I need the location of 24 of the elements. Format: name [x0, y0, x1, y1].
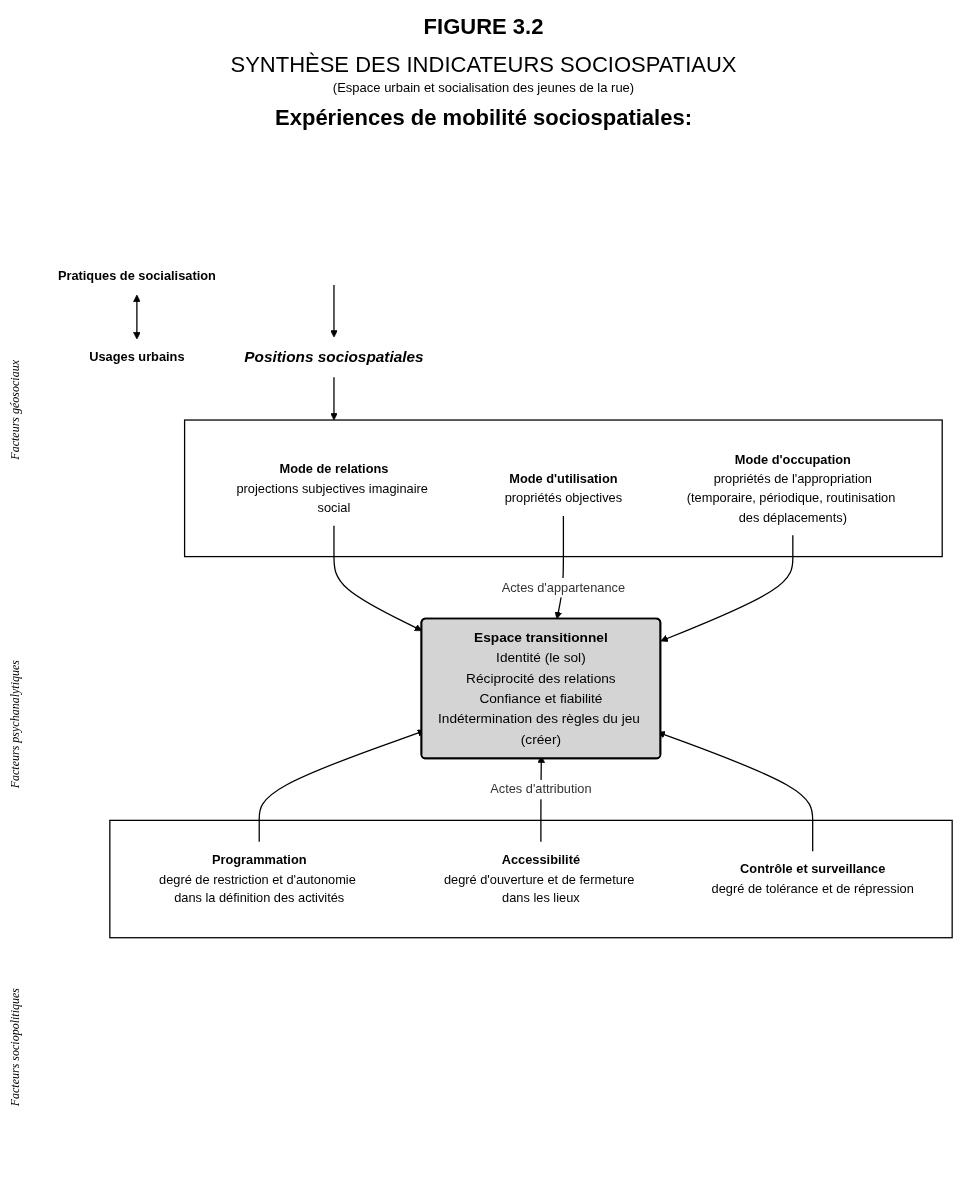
node-text: Usages urbains [89, 349, 185, 364]
node-text: Mode de relations projections subjectives imaginaire social [236, 461, 428, 515]
arrow [133, 294, 141, 340]
side-label: Facteurs psychanalytiques [8, 659, 23, 788]
side-label: Facteurs géosociaux [8, 360, 23, 460]
diagram-heading: SYNTHÈSE DES INDICATEURS SOCIOSPATIAUX [230, 52, 737, 78]
node-text: Mode d'occupation propriétés de l'appropriation (temporaire, périodique, routinisation des déplacements) [686, 451, 896, 524]
arrow [330, 284, 338, 338]
node-text: Pratiques de socialisation [57, 268, 216, 284]
node-text: Accessibilité degré d'ouverture et de fermeture dans les lieux [443, 851, 635, 905]
arrow [660, 534, 794, 642]
cluster [183, 419, 943, 558]
figure-title: FIGURE 3.2 [423, 14, 544, 40]
arrow [330, 376, 338, 421]
edge-label: Actes d'appartenance [501, 579, 626, 595]
side-label: Facteurs sociopolitiques [8, 987, 23, 1107]
node-text: Contrôle et surveillance degré de tolérance et de répression [711, 861, 914, 896]
node-text: Positions sociospatiales [244, 348, 424, 366]
cluster [109, 819, 953, 939]
subtitle: (Espace urbain et socialisation des jeunes de la rue) [332, 80, 635, 95]
node-text: Programmation degré de restriction et d'autonomie dans la définition des activités [159, 851, 356, 905]
section-heading: Expériences de mobilité sociospatiales: [275, 105, 692, 131]
edge-label: Actes d'attribution [490, 781, 592, 797]
node-text: Mode d'utilisation propriétés objectives [504, 470, 623, 505]
